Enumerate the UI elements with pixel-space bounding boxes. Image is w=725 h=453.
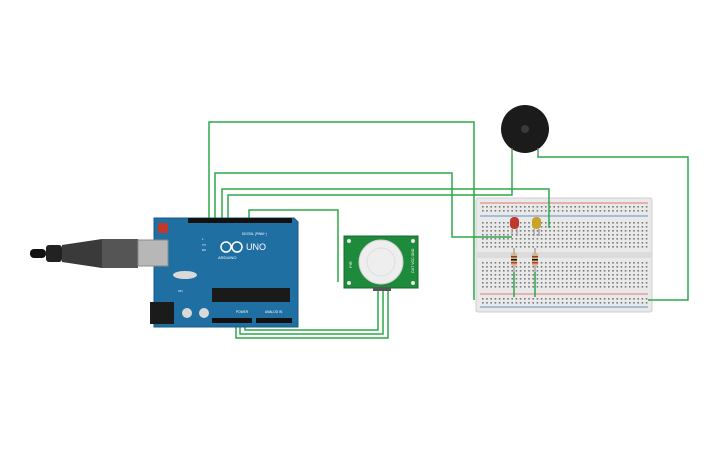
- power-jack: [150, 302, 174, 324]
- arduino-model-label: UNO: [246, 242, 266, 252]
- atmega-chip: [212, 288, 290, 302]
- resistor-yellow-led[interactable]: [532, 248, 538, 272]
- pir-left-label: PIR: [348, 261, 353, 268]
- pir-dome: [358, 239, 404, 285]
- wire-arduino-to-pir: [248, 209, 339, 282]
- pir-sensor-icon[interactable]: PIR OUT VCC GND: [343, 235, 419, 291]
- wire-arduino-pin-to-buzzer-area: [221, 188, 550, 228]
- capacitor-2: [199, 308, 209, 318]
- digital-header: [188, 218, 292, 223]
- capacitor-1: [182, 308, 192, 318]
- led-yellow[interactable]: [532, 217, 541, 236]
- resistor-red-led[interactable]: [511, 248, 517, 272]
- breadboard-holes: [482, 206, 648, 304]
- rx-label: RX: [202, 248, 206, 252]
- wire-arduino-pin-to-buzzer: [227, 148, 513, 218]
- analog-pins-label: ANALOG IN: [265, 310, 283, 314]
- arduino-uno-board[interactable]: UNO ARDUINO DIGITAL (PWM~) POWER ANALOG …: [137, 217, 299, 328]
- tx-label: TX: [202, 243, 206, 247]
- usb-port: [137, 239, 169, 267]
- digital-pins-label: DIGITAL (PWM~): [242, 232, 267, 236]
- analog-header: [256, 318, 292, 323]
- arduino-logo-icon: [220, 241, 243, 253]
- wire-arduino-pin-to-led-red: [214, 172, 512, 238]
- on-label: ON: [178, 289, 183, 293]
- piezo-buzzer-icon[interactable]: [501, 105, 549, 155]
- reset-button[interactable]: [158, 223, 168, 233]
- pir-right-label: OUT VCC GND: [411, 248, 415, 273]
- arduino-brand-label: ARDUINO: [218, 255, 236, 260]
- pir-pins: [373, 287, 391, 291]
- power-header: [212, 318, 252, 323]
- wire-arduino-to-breadboard-top: [208, 121, 475, 300]
- wire-pir-gnd: [235, 290, 389, 339]
- breadboard[interactable]: [475, 197, 653, 313]
- crystal: [173, 271, 197, 279]
- l-label: L: [202, 237, 204, 241]
- led-red[interactable]: [510, 217, 519, 236]
- power-pins-label: POWER: [236, 310, 249, 314]
